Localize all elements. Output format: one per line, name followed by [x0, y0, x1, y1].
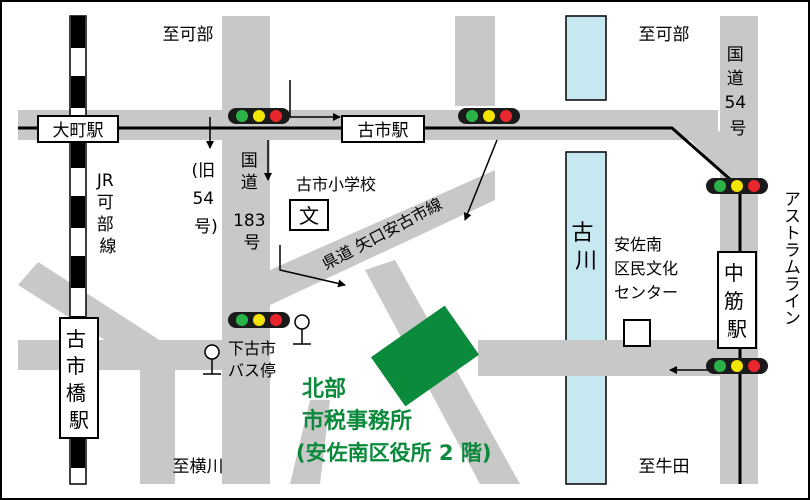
- arrow-route183-bend: [279, 245, 346, 288]
- jr-kabe-line-label: JR 可 部 線: [96, 171, 119, 257]
- direction-to-yokogawa: 至横川: [173, 457, 224, 477]
- bus-stop-label: 下古市 バス停: [228, 339, 281, 380]
- traffic-signal-2: [458, 108, 520, 124]
- furuichibashi-station-box: [59, 317, 99, 439]
- omachi-station-box: [37, 115, 119, 143]
- furuichi-station-box: [341, 115, 425, 143]
- culture-center-label: 安佐南 区民文化 センター: [614, 235, 683, 302]
- bus-stop-icon-2: [293, 314, 311, 345]
- omachi-station-label: 大町駅: [53, 121, 104, 141]
- target-building: [370, 305, 480, 407]
- road-network: [18, 16, 758, 484]
- arrow-prefroad: [463, 139, 498, 221]
- traffic-signal-1: [228, 108, 290, 124]
- direction-to-ushida: 至牛田: [639, 457, 690, 477]
- culture-center-marker: [623, 319, 651, 347]
- traffic-signal-4: [228, 312, 290, 328]
- furuichibashi-station-label: 古 市 橋 駅: [66, 327, 92, 432]
- furukawa-river-lower: [565, 151, 607, 485]
- nakasuji-station-box: [717, 251, 757, 349]
- target-label-line1: 北部: [302, 376, 346, 402]
- river-label: 古 川: [571, 221, 600, 274]
- route183-label: 国 道 183 号: [233, 151, 271, 253]
- school-symbol: 文: [299, 204, 319, 228]
- school-marker: [289, 199, 329, 231]
- astram-line-label: アストラムライン: [780, 190, 800, 326]
- traffic-signal-5: [706, 358, 768, 374]
- old-route54-label: (旧 54 号): [191, 161, 220, 237]
- route54-label: 国 道 54 号: [724, 45, 751, 139]
- traffic-signal-3: [706, 178, 768, 194]
- direction-to-kabe-right: 至可部: [639, 25, 690, 45]
- target-label-line2: 市税事務所: [302, 408, 412, 434]
- school-label: 古市小学校: [296, 175, 376, 194]
- bus-stop-icon-1: [203, 344, 221, 375]
- direction-to-kabe-left: 至可部: [163, 25, 214, 45]
- furuichi-station-label: 古市駅: [358, 121, 409, 141]
- target-label-line3: (安佐南区役所 2 階): [296, 441, 491, 465]
- nakasuji-station-label: 中 筋 駅: [724, 261, 750, 341]
- furukawa-river: [565, 15, 607, 101]
